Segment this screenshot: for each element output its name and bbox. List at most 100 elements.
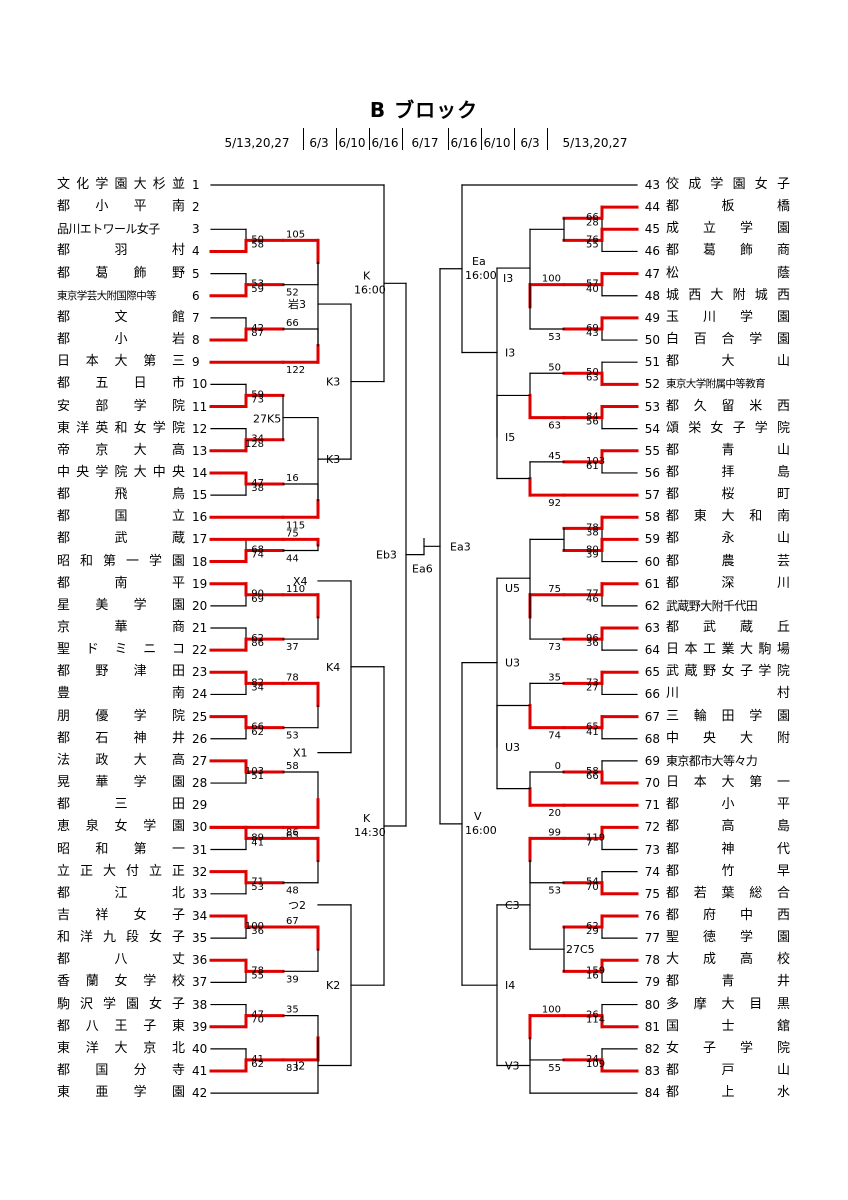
team-seed-number: 62	[644, 598, 660, 613]
match-score: 36	[251, 926, 264, 937]
team-name-char: 拝	[721, 464, 735, 480]
team-name: 都大山	[666, 352, 790, 372]
team-seed-number: 33	[192, 886, 208, 901]
match-score: 70	[251, 1015, 264, 1026]
team-seed-number: 52	[644, 377, 660, 392]
date-divider	[547, 128, 548, 150]
team-name-char: 園	[171, 597, 185, 613]
match-score: 62	[251, 727, 264, 738]
team-name-char: 松	[666, 265, 680, 281]
team-name-char: 分	[133, 1063, 147, 1078]
team-name: 女子学院	[666, 1039, 790, 1059]
team-name-char: 学	[148, 553, 162, 569]
team-name-char: 子	[739, 664, 753, 680]
team-name-char: 学	[133, 708, 147, 724]
match-score: 100	[245, 921, 264, 932]
match-score: 70	[586, 882, 599, 893]
team-name-char: 華	[95, 775, 109, 791]
round-date: 6/10	[483, 136, 511, 150]
match-score: 62	[251, 1059, 264, 1070]
match-score: 0	[555, 761, 561, 772]
team-name-char: 山	[776, 1063, 790, 1078]
venue-label: 16:00	[465, 269, 497, 282]
match-score: 66	[251, 722, 264, 733]
match-score: 53	[286, 731, 299, 742]
team-seed-number: 50	[644, 333, 660, 348]
team-name-char: 女	[148, 930, 162, 946]
team-seed-number: 2	[192, 200, 200, 215]
team-seed-number: 38	[192, 997, 208, 1012]
team-name-char: 代	[776, 841, 790, 857]
match-score: 54	[586, 877, 599, 888]
date-divider	[303, 128, 304, 150]
page-title: B ブロック	[369, 98, 479, 122]
match-score: 43	[586, 328, 599, 339]
team-name-char: 城	[754, 287, 768, 303]
team-seed-number: 13	[192, 443, 208, 458]
team-name-char: 大	[721, 996, 735, 1012]
team-name-char: 村	[776, 686, 790, 702]
team-name-char: ド	[85, 642, 99, 658]
match-score: 100	[542, 274, 561, 285]
team-name-char: 蘭	[85, 974, 99, 990]
team-name-char: 正	[79, 863, 93, 879]
team-name-char: 中	[739, 907, 753, 923]
team-name: 頌栄女子学院	[666, 419, 790, 439]
team-name-char: 府	[702, 907, 716, 923]
team-seed-number: 48	[644, 288, 660, 303]
team-name-char: 野	[702, 664, 716, 680]
team-name-char: 東	[693, 509, 707, 525]
team-name-char: 恵	[57, 819, 71, 835]
team-name-char: 学	[758, 664, 772, 680]
team-name-char: 北	[171, 1040, 185, 1056]
team-name-char: 成	[666, 221, 680, 237]
team-name: 都青井	[666, 972, 790, 992]
match-score: 128	[245, 439, 264, 450]
match-score: 96	[586, 633, 599, 644]
team-name-char: 女	[754, 177, 768, 192]
team-name: 吉祥女子	[57, 906, 185, 926]
team-name-char: 都	[57, 309, 71, 325]
team-name-char: 都	[57, 952, 71, 968]
team-name-char: 川	[776, 575, 790, 591]
team-name-char: 八	[114, 952, 128, 968]
team-name-char: 栄	[688, 420, 702, 436]
team-name: 昭和第一学園	[57, 552, 185, 572]
team-seed-number: 43	[644, 178, 660, 192]
team-name-char: 佼	[666, 177, 680, 192]
team-name-char: 和	[57, 930, 71, 946]
match-score: 26	[586, 1010, 599, 1021]
team-name-text: 品川エトワール女子	[57, 222, 160, 237]
team-seed-number: 29	[192, 798, 208, 813]
match-score: 24	[586, 1054, 599, 1065]
team-name-char: 都	[666, 553, 680, 569]
team-name-char: 洋	[85, 1040, 99, 1056]
team-name-char: 園	[776, 930, 790, 946]
team-name: 都国分寺	[57, 1061, 185, 1081]
team-name-char: 白	[666, 332, 680, 348]
team-name: 都府中西	[666, 906, 790, 926]
match-score: 44	[286, 553, 299, 564]
team-name: 都三田	[57, 795, 185, 815]
team-seed-number: 58	[644, 510, 660, 525]
team-name-char: 黒	[776, 996, 790, 1012]
team-name: 都桜町	[666, 485, 790, 505]
team-seed-number: 40	[192, 1041, 208, 1056]
team-name-char: 都	[666, 531, 680, 547]
team-name-char: 都	[666, 907, 680, 923]
team-name: 佼成学園女子	[666, 175, 790, 195]
team-name-char: 都	[57, 664, 71, 680]
match-score: 46	[586, 594, 599, 605]
match-score: 90	[251, 589, 264, 600]
team-name-char: 大	[114, 354, 128, 370]
team-name-char: 武	[702, 620, 716, 635]
team-name-char: 立	[171, 509, 185, 525]
venue-label: K	[363, 269, 371, 282]
team-name-char: 川	[702, 309, 716, 325]
team-name-char: 西	[776, 398, 790, 414]
team-name: 都戸山	[666, 1061, 790, 1081]
team-name-char: 正	[171, 863, 185, 879]
team-name-char: 央	[702, 730, 716, 746]
venue-label: 岩3	[288, 297, 306, 311]
